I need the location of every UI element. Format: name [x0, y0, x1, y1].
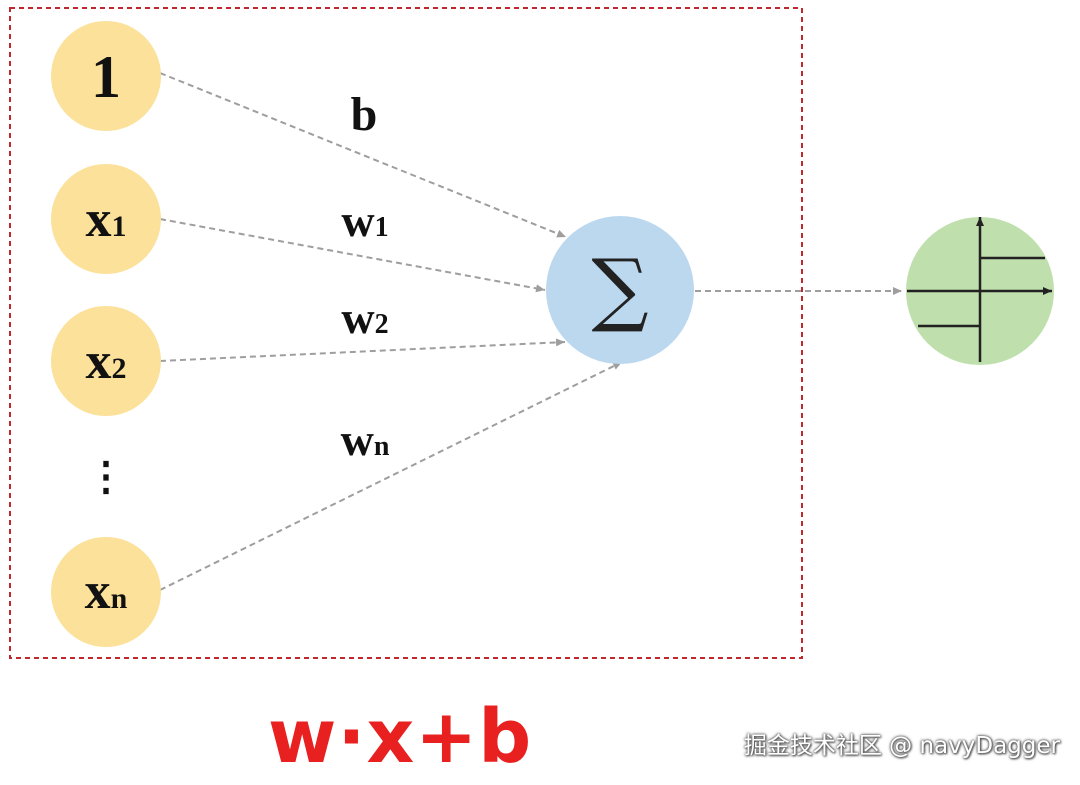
input-label-xn: xn — [85, 563, 128, 620]
edge-x2 — [159, 338, 566, 362]
summation-node: ∑ — [546, 216, 694, 364]
input-node-xn: xn — [51, 537, 161, 647]
weight-label-w2: w2 — [341, 292, 388, 343]
edge-x1 — [159, 218, 546, 293]
input-edges — [159, 72, 902, 591]
input-node-x1: x1 — [51, 164, 161, 274]
input-node-bias: 1 — [51, 21, 161, 131]
input-label-x1: x1 — [86, 191, 127, 248]
weighted-sum-box — [9, 7, 803, 659]
input-ellipsis: ⋮ — [86, 454, 126, 499]
summation-symbol: ∑ — [591, 242, 648, 335]
activation-node — [906, 217, 1054, 365]
formula-text: w·x+b — [268, 694, 533, 780]
input-node-x2: x2 — [51, 306, 161, 416]
weight-label-wn: wn — [341, 414, 390, 465]
edge-bias — [159, 72, 567, 238]
input-label-x2: x2 — [86, 333, 127, 390]
watermark-text: 掘金技术社区 @ navyDagger — [743, 733, 1060, 759]
weight-label-w1: w1 — [341, 195, 388, 246]
input-label-bias: 1 — [91, 44, 121, 110]
weight-label-bias: b — [351, 88, 378, 141]
step-function-icon — [907, 217, 1052, 362]
edge-xn — [159, 361, 623, 591]
